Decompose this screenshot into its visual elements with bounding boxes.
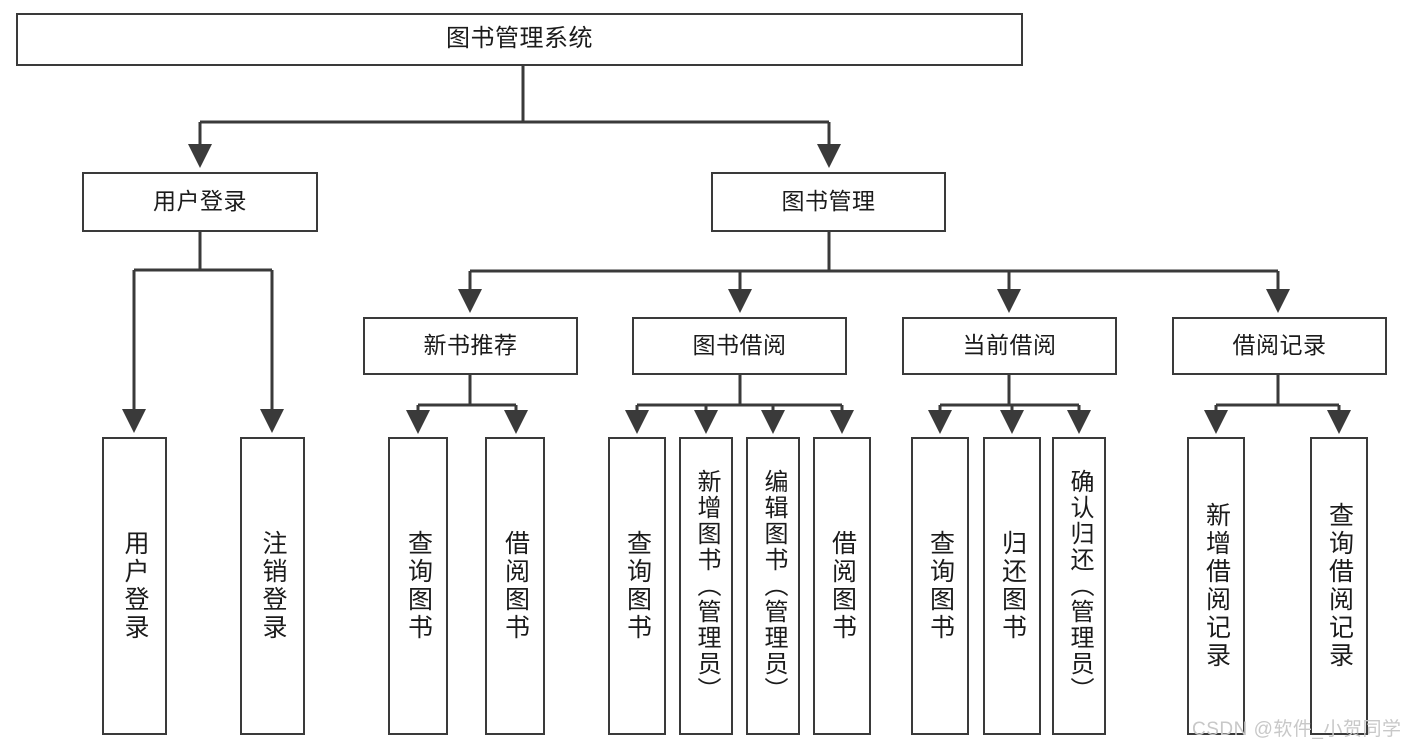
node-borrow-record[interactable]: 借阅记录 (1172, 317, 1387, 375)
node-leaf-query-record-label: 查询借阅记录 (1325, 502, 1354, 670)
node-root[interactable]: 图书管理系统 (16, 13, 1023, 66)
node-leaf-return-book-label: 归还图书 (998, 530, 1027, 642)
node-leaf-user-login-label: 用户登录 (121, 530, 149, 642)
node-leaf-query-book-1-label: 查询图书 (404, 530, 433, 642)
node-user-login-label: 用户登录 (153, 188, 247, 215)
node-book-borrow[interactable]: 图书借阅 (632, 317, 847, 375)
node-book-borrow-label: 图书借阅 (692, 332, 787, 359)
node-leaf-query-book-3-label: 查询图书 (926, 530, 955, 642)
node-leaf-add-book-label: 新增图书（管理员） (693, 469, 720, 703)
node-leaf-borrow-book-1-label: 借阅图书 (501, 530, 530, 642)
node-leaf-confirm-return[interactable]: 确认归还（管理员） (1052, 437, 1106, 735)
node-leaf-borrow-book-1[interactable]: 借阅图书 (485, 437, 545, 735)
node-leaf-query-book-2[interactable]: 查询图书 (608, 437, 666, 735)
node-leaf-borrow-book-2[interactable]: 借阅图书 (813, 437, 871, 735)
node-leaf-query-record[interactable]: 查询借阅记录 (1310, 437, 1368, 735)
csdn-watermark: CSDN @软件_小贺同学 (1192, 719, 1402, 740)
node-leaf-query-book-1[interactable]: 查询图书 (388, 437, 448, 735)
node-current-borrow-label: 当前借阅 (962, 332, 1057, 359)
node-leaf-return-book[interactable]: 归还图书 (983, 437, 1041, 735)
node-leaf-user-login[interactable]: 用户登录 (102, 437, 167, 735)
node-leaf-logout[interactable]: 注销登录 (240, 437, 305, 735)
node-borrow-record-label: 借阅记录 (1232, 332, 1327, 359)
node-root-label: 图书管理系统 (446, 25, 593, 53)
node-leaf-query-book-3[interactable]: 查询图书 (911, 437, 969, 735)
node-leaf-add-book[interactable]: 新增图书（管理员） (679, 437, 733, 735)
node-leaf-logout-label: 注销登录 (259, 530, 287, 642)
node-book-manage[interactable]: 图书管理 (711, 172, 946, 232)
node-leaf-query-book-2-label: 查询图书 (623, 530, 652, 642)
node-new-book-rec-label: 新书推荐 (423, 332, 518, 359)
node-user-login[interactable]: 用户登录 (82, 172, 318, 232)
node-leaf-edit-book[interactable]: 编辑图书（管理员） (746, 437, 800, 735)
node-leaf-add-record-label: 新增借阅记录 (1202, 502, 1231, 670)
node-current-borrow[interactable]: 当前借阅 (902, 317, 1117, 375)
node-leaf-add-record[interactable]: 新增借阅记录 (1187, 437, 1245, 735)
node-leaf-borrow-book-2-label: 借阅图书 (828, 530, 857, 642)
node-leaf-confirm-return-label: 确认归还（管理员） (1066, 469, 1093, 703)
node-new-book-rec[interactable]: 新书推荐 (363, 317, 578, 375)
node-leaf-edit-book-label: 编辑图书（管理员） (760, 469, 787, 703)
node-book-manage-label: 图书管理 (781, 188, 876, 215)
